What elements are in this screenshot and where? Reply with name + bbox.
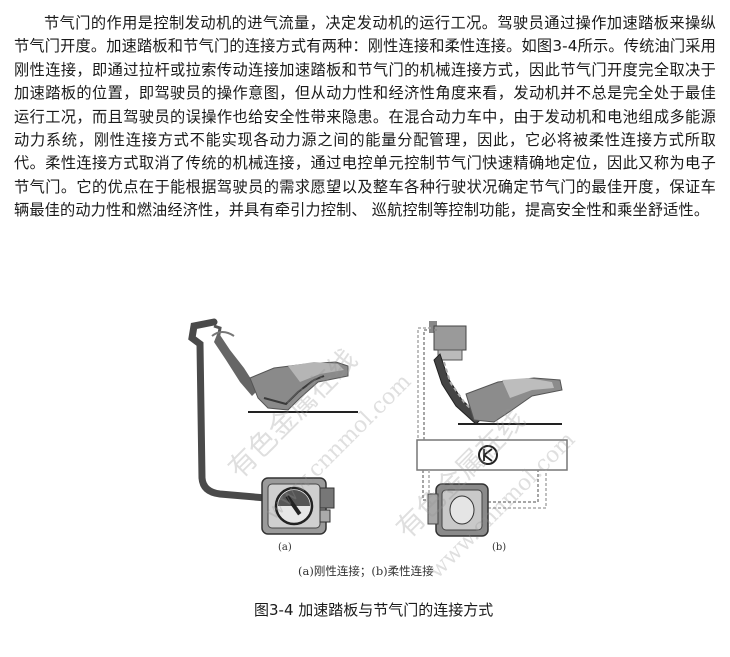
pedal-arm: [214, 332, 258, 396]
rigid-connection-diagram: (a): [188, 318, 358, 553]
label-b: (b): [492, 542, 506, 553]
label-a: (a): [278, 542, 292, 553]
body-paragraph: 节气门的作用是控制发动机的进气流量，决定发动机的运行工况。驾驶员通过操作加速踏板…: [14, 14, 716, 220]
ecu-symbol: [478, 445, 498, 465]
flexible-connection-diagram: (b): [416, 321, 568, 553]
figure-pedal-throttle: (a) (b): [188, 318, 580, 584]
pedal-sensor: [433, 325, 467, 351]
figure-subcaption: (a)刚性连接；(b)柔性连接: [298, 564, 434, 578]
figure-illustration: (a) (b): [188, 318, 568, 553]
figure-caption: 图3-4 加速踏板与节气门的连接方式: [254, 601, 494, 619]
ecu-box: [416, 439, 568, 471]
